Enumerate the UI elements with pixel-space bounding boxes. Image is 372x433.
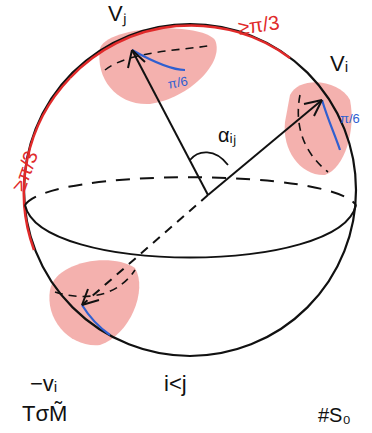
radius-blue: [82, 305, 110, 335]
cap-rim: [105, 45, 213, 70]
angle-bound: ≥π/3: [7, 148, 42, 194]
angle-arc: [190, 152, 228, 165]
cap-vj: [99, 28, 216, 104]
vector-vi: [208, 100, 322, 195]
equator-back: [25, 177, 356, 205]
vector-label: Vⱼ: [108, 2, 127, 26]
vector-label: Vᵢ: [330, 52, 348, 76]
cap-vi: [285, 82, 352, 175]
cap-minus-vi: [49, 260, 139, 345]
vector-minus-vi: [82, 195, 208, 305]
index-note: i<j: [164, 372, 187, 396]
equator-front: [25, 205, 356, 258]
angle-bound: ≥π/3: [237, 11, 281, 39]
vector-vj: [132, 50, 208, 195]
note-cut: #S₀: [318, 404, 351, 426]
radius-label: π/6: [340, 112, 360, 126]
sphere-outline: [24, 24, 356, 356]
vector-label: −vᵢ: [30, 372, 57, 396]
space-label: TσM̃: [22, 402, 67, 426]
radius-blue: [322, 100, 340, 150]
angle-label: αᵢⱼ: [218, 124, 236, 146]
